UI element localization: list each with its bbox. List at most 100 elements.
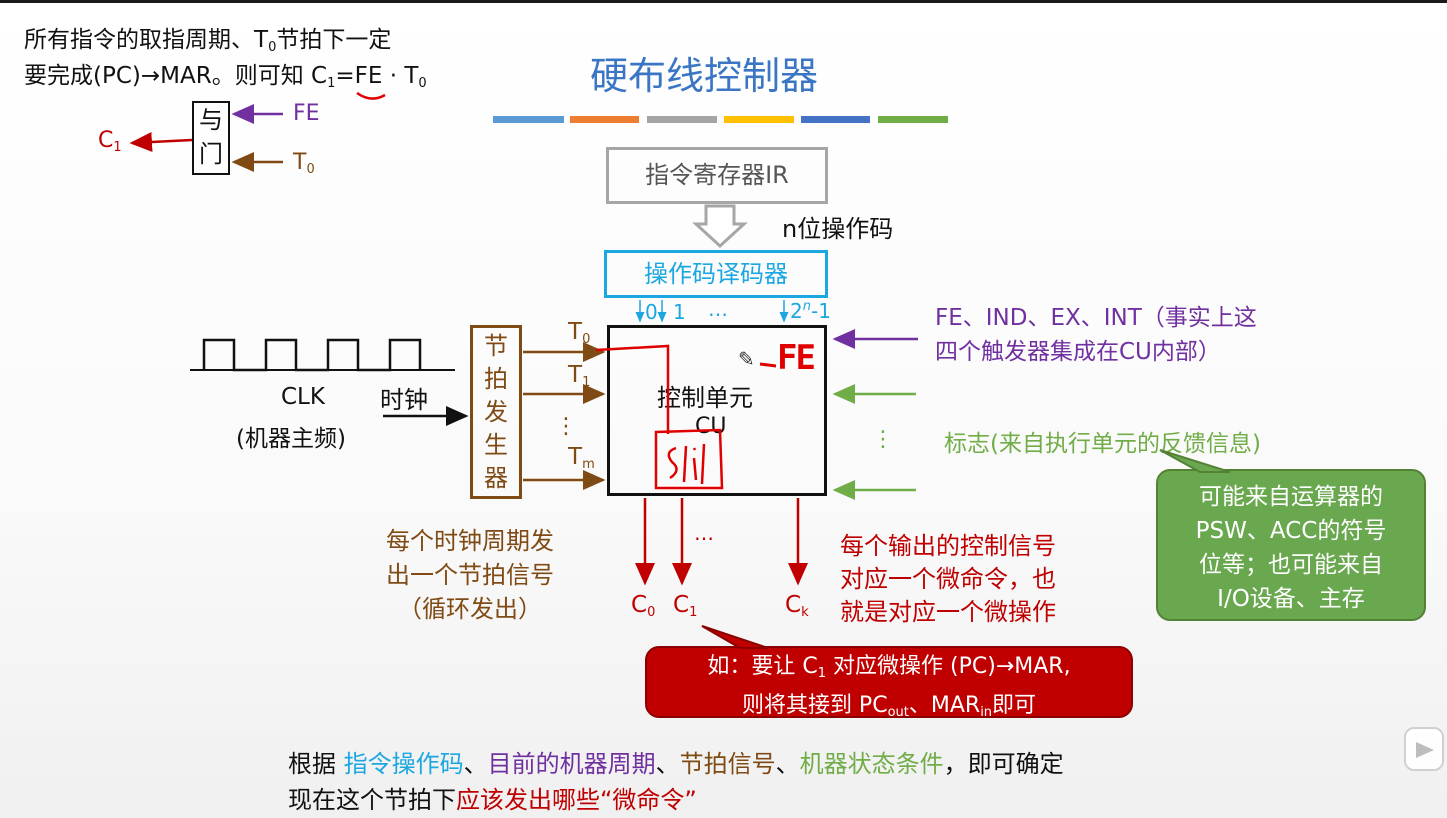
opcode-decoder: 操作码译码器: [604, 250, 828, 298]
top-border: [0, 0, 1447, 3]
summary-line-2: 现在这个节拍下应该发出哪些“微命令”: [288, 780, 697, 815]
clk-waveform: [202, 338, 422, 372]
beat-gen-char: 节: [484, 332, 508, 360]
c-sub: 1: [689, 605, 698, 620]
t-sub: 0: [306, 162, 315, 177]
instruction-register: 指令寄存器IR: [606, 147, 828, 204]
signal-note: 每个输出的控制信号 对应一个微命令，也 就是对应一个微操作: [840, 530, 1056, 629]
opcode-label: n位操作码: [782, 215, 894, 243]
red-callout-line-1: 如：要让 C1 对应微操作 (PC)→MAR,: [647, 651, 1131, 690]
beat-gen-char: 拍: [484, 365, 508, 393]
callout-text: 、MAR: [908, 693, 981, 718]
clock-arrow-label: 时钟: [380, 386, 428, 414]
output-c1: C1: [673, 592, 697, 620]
flags-dots: ⋮: [872, 427, 894, 452]
beat-generator: 节 拍 发 生 器: [470, 325, 522, 499]
t-sub: m: [582, 457, 595, 472]
clk-label: CLK: [281, 384, 325, 410]
summary-text: 现在这个节拍下: [288, 786, 456, 814]
callout-sub: out: [887, 705, 909, 720]
red-callout-pointer: [701, 625, 769, 649]
t-sub: 0: [582, 332, 591, 347]
player-overlay-button[interactable]: [1404, 727, 1444, 771]
c-sub: k: [801, 605, 809, 620]
beat-note-line: 出一个节拍信号: [386, 561, 554, 589]
summary-keyword-microcommand: 应该发出哪些“微命令”: [456, 786, 697, 814]
and-gate: 与 门: [192, 101, 230, 175]
cu-label: 控制单元: [657, 384, 753, 412]
slide-title: 硬布线控制器: [590, 54, 819, 98]
beat-note: 每个时钟周期发 出一个节拍信号 （循环发出）: [368, 524, 572, 626]
c-label: C: [673, 592, 690, 618]
fe-underline-mark: [355, 91, 386, 100]
cu-fe-annotation: FE: [777, 338, 816, 378]
summary-keyword-cycle: 目前的机器周期: [487, 750, 656, 778]
callout-line: I/O设备、主存: [1217, 586, 1365, 612]
summary-keyword-state: 机器状态条件: [799, 750, 944, 778]
title-bar-yellow: [724, 116, 794, 123]
callout-text: 如：要让 C: [707, 654, 818, 679]
title-bar-darkblue: [801, 116, 870, 123]
title-bar-orange: [570, 116, 639, 123]
flags-label: 标志(来自执行单元的反馈信息): [944, 431, 1261, 457]
note-sub: 0: [268, 40, 277, 55]
summary-text: ，即可确定: [943, 750, 1064, 778]
decoder-outn-tail: -1: [810, 299, 831, 323]
beat-dots: ⋮: [555, 414, 577, 439]
summary-sep: 、: [655, 750, 680, 778]
title-bar-green: [878, 116, 948, 123]
clk-sub-label: (机器主频): [236, 426, 346, 452]
note-line-1: 所有指令的取指周期、T0节拍下一定: [24, 20, 391, 55]
callout-text: 对应微操作 (PC)→MAR,: [826, 654, 1071, 679]
beat-note-line: （循环发出）: [398, 595, 542, 623]
flags-source-callout: 可能来自运算器的 PSW、ACC的符号 位等；也可能来自 I/O设备、主存: [1156, 469, 1426, 621]
callout-line: 位等；也可能来自: [1199, 552, 1383, 578]
summary-sep: 、: [775, 750, 800, 778]
decoder-ellipsis: …: [708, 297, 728, 321]
signal-note-line: 每个输出的控制信号: [840, 532, 1056, 560]
beat-t1: T1: [568, 362, 590, 390]
and-c1-arrow: [129, 132, 193, 152]
beat-tm: Tm: [568, 444, 595, 472]
callout-sub: in: [980, 705, 993, 720]
beat-gen-char: 生: [484, 431, 508, 459]
decoder-label: 操作码译码器: [644, 260, 788, 288]
signal-note-line: 就是对应一个微操作: [840, 598, 1056, 626]
callout-text: 即可: [992, 693, 1037, 718]
t-label: T: [568, 319, 583, 345]
title-color-bars: [493, 116, 948, 123]
c1-example-callout: 如：要让 C1 对应微操作 (PC)→MAR, 则将其接到 PCout、MARi…: [645, 646, 1133, 720]
and-output-c1: C1: [98, 128, 122, 155]
callout-line: PSW、ACC的符号: [1195, 518, 1387, 544]
note-fe: FE: [355, 63, 386, 100]
c-label: C: [785, 592, 802, 618]
decoder-outn-base: 2: [790, 299, 803, 323]
title-bar-gray: [647, 116, 717, 123]
and-gate-char: 门: [199, 140, 223, 168]
callout-sub: 1: [817, 666, 827, 681]
beat-note-line: 每个时钟周期发: [386, 527, 554, 555]
summary-line-1: 根据 指令操作码、目前的机器周期、节拍信号、机器状态条件，即可确定: [288, 744, 1064, 779]
decoder-out-n: 2n-1: [790, 299, 831, 323]
red-callout-line-2: 则将其接到 PCout、MARin即可: [647, 690, 1131, 729]
output-ck: Ck: [785, 592, 809, 620]
note-sub: 1: [327, 76, 336, 91]
note-line-1-text: 所有指令的取指周期、T: [24, 27, 269, 53]
and-input-t0: T0: [293, 150, 315, 177]
beat-gen-char: 器: [484, 464, 508, 492]
and-gate-char: 与: [199, 106, 223, 134]
summary-keyword-beat: 节拍信号: [679, 750, 776, 778]
beat-gen-char: 发: [484, 398, 508, 426]
note-eq: =: [335, 63, 355, 89]
callout-text: 则将其接到 PC: [741, 693, 888, 718]
note-dot-t: · T: [382, 63, 419, 89]
pen-icon: ✎: [738, 347, 755, 371]
summary-sep: 、: [463, 750, 488, 778]
c-label: C: [631, 592, 648, 618]
note-sub: 0: [418, 76, 427, 91]
c-label: C: [98, 128, 114, 153]
note-line-2-text: 要完成(PC)→MAR。则可知 C: [24, 63, 328, 89]
cu-label-2: CU: [695, 414, 727, 439]
t-label: T: [568, 362, 583, 388]
t-sub: 1: [582, 375, 591, 390]
